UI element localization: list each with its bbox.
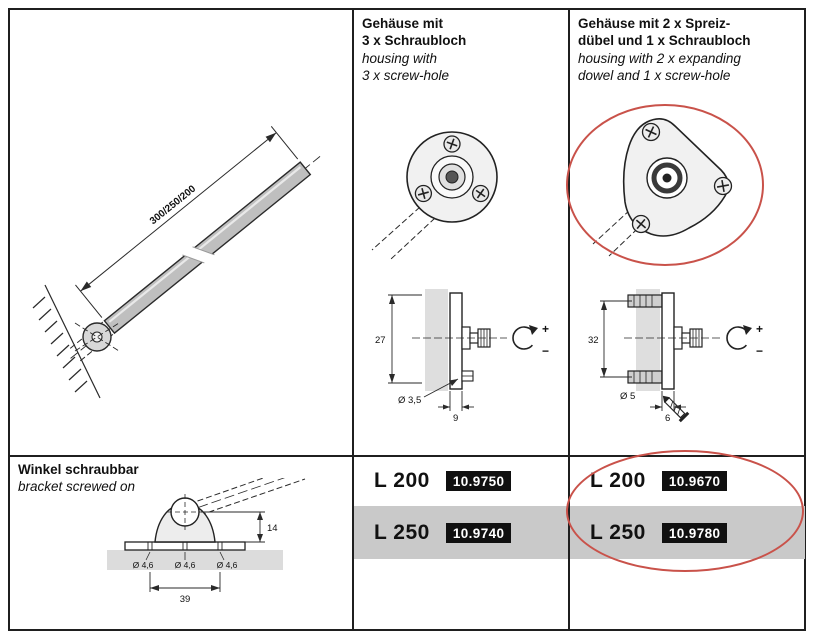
header-en-line: housing with 2 x expanding bbox=[578, 50, 741, 66]
dim-hole-label: Ø 4,6 bbox=[133, 560, 154, 570]
dim-hole-label: Ø 5 bbox=[620, 391, 635, 402]
wall-section bbox=[425, 289, 448, 391]
header-en-line: dowel and 1 x screw-hole bbox=[578, 67, 731, 83]
product-length: L 200 bbox=[374, 469, 430, 492]
housing-plate bbox=[449, 292, 463, 390]
product-length: L 250 bbox=[374, 520, 430, 544]
base-plate bbox=[124, 541, 246, 551]
dim-hole-label: Ø 3,5 bbox=[398, 395, 421, 406]
header-en-line: housing with bbox=[362, 50, 438, 66]
rod-body bbox=[103, 161, 312, 335]
rod-length-label: 300/250/200 bbox=[148, 183, 198, 227]
bracket-title-en: bracket screwed on bbox=[18, 479, 136, 495]
rod-drawing: 300/250/200 bbox=[32, 126, 323, 399]
header-de-line: dübel und 1 x Schraubloch bbox=[578, 33, 751, 49]
housing-front-view-3hole bbox=[371, 131, 498, 260]
minus-label: − bbox=[542, 344, 549, 358]
dim-depth-label: 9 bbox=[453, 413, 458, 424]
header-en-line: 3 x screw-hole bbox=[362, 67, 450, 83]
expanding-dowel bbox=[627, 370, 663, 384]
rotation-arrow-icon bbox=[512, 325, 538, 350]
highlight-ellipse-housing bbox=[566, 104, 764, 266]
product-row-middle-l250: L 250 10.9740 bbox=[353, 506, 568, 559]
housing-side-view-screw: 27 Ø 3,5 9 + − bbox=[375, 289, 549, 424]
dim-hole-label: Ø 4,6 bbox=[175, 560, 196, 570]
base-holes bbox=[147, 542, 223, 550]
bottom-catch bbox=[461, 370, 474, 382]
product-code-badge: 10.9740 bbox=[445, 522, 512, 543]
wall-section bbox=[636, 289, 660, 391]
screw-icon bbox=[443, 135, 461, 153]
screw-icon bbox=[471, 184, 490, 203]
highlight-ellipse-products bbox=[566, 450, 804, 572]
hole-leaders bbox=[145, 551, 225, 561]
middle-column-header: Gehäuse mit 3 x Schraubloch housing with… bbox=[362, 15, 557, 84]
dim-height-label: 27 bbox=[375, 335, 386, 346]
dim-depth-label: 6 bbox=[665, 413, 670, 424]
bracket-section-title: Winkel schraubbar bracket screwed on bbox=[18, 461, 218, 496]
housing-side-view-dowel: 32 Ø 5 6 + − bbox=[588, 289, 763, 424]
header-de-line: Gehäuse mit 2 x Spreiz- bbox=[578, 16, 731, 31]
column-divider-2 bbox=[568, 8, 570, 631]
plus-label: + bbox=[756, 322, 763, 336]
expanding-dowel bbox=[627, 294, 663, 308]
minus-label: − bbox=[756, 344, 763, 358]
wall-hatch bbox=[32, 284, 101, 399]
product-code-badge: 10.9750 bbox=[445, 471, 512, 491]
header-de-line: 3 x Schraubloch bbox=[362, 33, 467, 49]
dim-height-label: 14 bbox=[267, 523, 278, 534]
plus-label: + bbox=[542, 322, 549, 336]
dim-hole-label: Ø 4,6 bbox=[217, 560, 238, 570]
right-column-header: Gehäuse mit 2 x Spreiz- dübel und 1 x Sc… bbox=[578, 15, 800, 84]
screw-icon bbox=[414, 184, 433, 203]
dim-width-label: 39 bbox=[180, 594, 191, 605]
dim-height-label: 32 bbox=[588, 335, 599, 346]
product-row-middle-l200: L 200 10.9750 bbox=[353, 456, 568, 506]
housing-plate bbox=[661, 292, 675, 390]
header-de-line: Gehäuse mit bbox=[362, 16, 444, 31]
rotation-arrow-icon bbox=[726, 325, 752, 350]
column-divider-1 bbox=[352, 8, 354, 631]
bracket-title-de: Winkel schraubbar bbox=[18, 462, 139, 477]
row-divider bbox=[8, 455, 806, 457]
bracket-drawing: 14 Ø 4,6 Ø 4,6 Ø 4,6 39 bbox=[107, 478, 306, 605]
ground-section bbox=[107, 550, 283, 570]
rod-group: 300/250/200 bbox=[69, 126, 323, 362]
screw-side-icon bbox=[662, 395, 690, 423]
